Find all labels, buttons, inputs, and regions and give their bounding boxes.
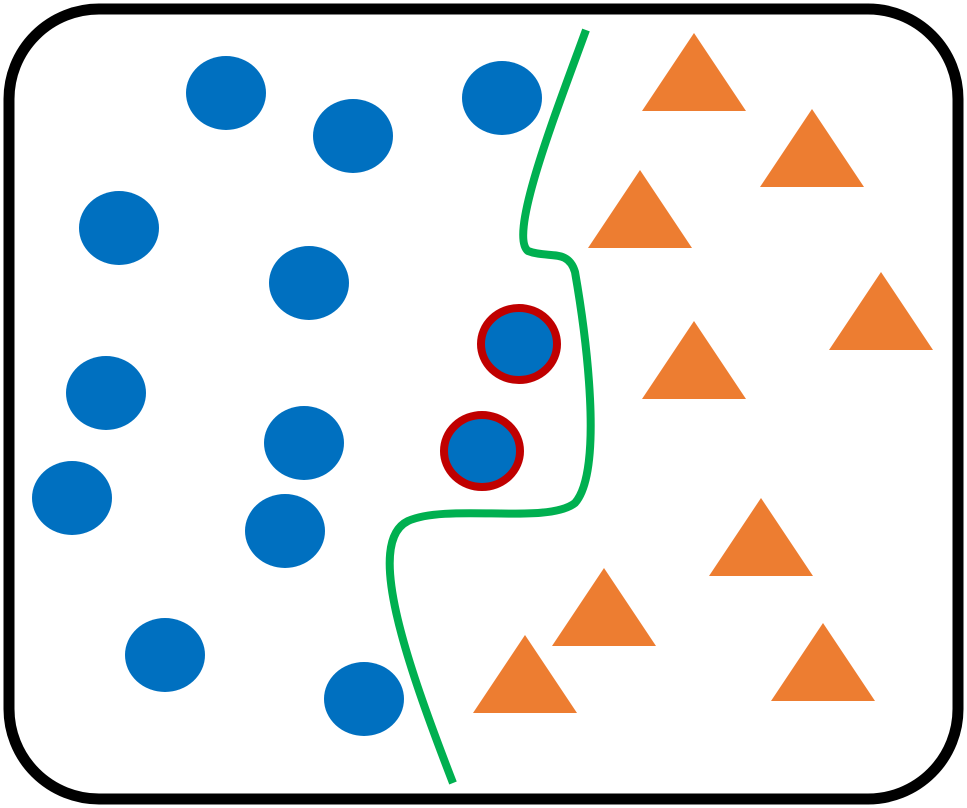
- class-b-point: [642, 321, 746, 399]
- class-b-points: [473, 33, 933, 713]
- class-a-point: [264, 406, 344, 480]
- highlighted-class-a-point: [477, 304, 561, 384]
- class-b-point: [588, 170, 692, 248]
- class-b-point: [473, 635, 577, 713]
- class-b-point: [552, 568, 656, 646]
- class-b-point: [829, 272, 933, 350]
- diagram-frame: [3, 3, 964, 805]
- class-a-point: [32, 461, 112, 535]
- decision-boundary: [385, 28, 595, 785]
- class-b-point: [760, 109, 864, 187]
- class-b-point: [771, 623, 875, 701]
- class-b-point: [709, 498, 813, 576]
- highlighted-class-a-point: [440, 411, 524, 491]
- class-b-point: [642, 33, 746, 111]
- class-a-point: [186, 56, 266, 130]
- class-a-point: [66, 356, 146, 430]
- class-a-point: [79, 191, 159, 265]
- class-a-points: [32, 56, 561, 736]
- class-a-point: [324, 662, 404, 736]
- class-a-point: [269, 246, 349, 320]
- class-a-point: [313, 99, 393, 173]
- class-a-point: [462, 61, 542, 135]
- class-a-point: [125, 618, 205, 692]
- class-a-point: [245, 494, 325, 568]
